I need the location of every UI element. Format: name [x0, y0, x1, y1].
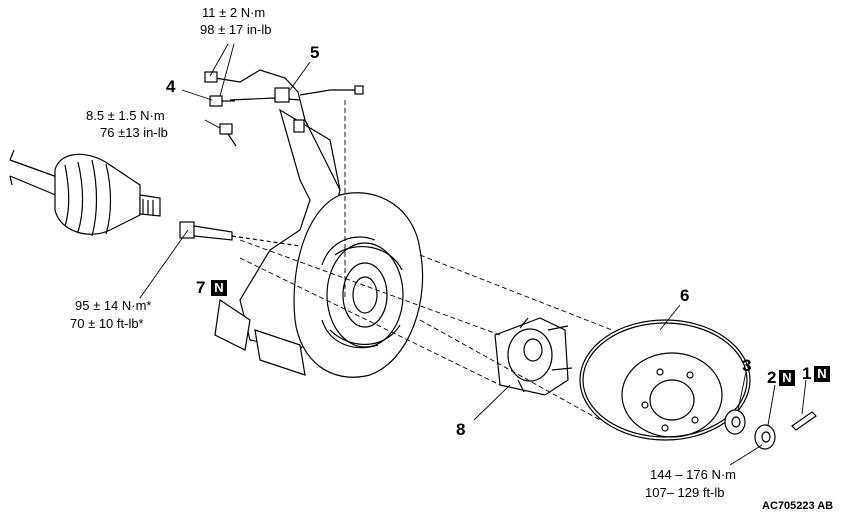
- callout-5: 5: [310, 43, 320, 62]
- brake-rotor: [579, 319, 751, 441]
- hub-nut: [754, 424, 776, 450]
- callout-1: 1: [802, 364, 812, 383]
- callout-8: 8: [456, 420, 466, 439]
- hub-assembly: [494, 317, 573, 396]
- torque-label-knuckle-bolt-ftlb: 70 ± 10 ft-lb*: [70, 316, 144, 331]
- new-part-marker-1: N: [814, 366, 830, 382]
- new-part-marker-2: N: [779, 370, 795, 386]
- new-part-marker-7: N: [211, 280, 227, 296]
- torque-label-knuckle-bolt-nm: 95 ± 14 N·m*: [75, 298, 152, 313]
- drive-shaft: [9, 149, 161, 237]
- callout-7: 7: [196, 278, 206, 297]
- callout-6: 6: [680, 286, 690, 305]
- torque-label-sensor-bolt-inlb: 76 ±13 in-lb: [100, 125, 168, 140]
- assembly-lines: [239, 100, 613, 421]
- parking-brake-shoes: [321, 236, 379, 349]
- sensor-harness: [214, 69, 364, 191]
- bolt-4: [204, 71, 237, 147]
- torque-label-sensor-bolt-nm: 8.5 ± 1.5 N·m: [86, 108, 165, 123]
- washer: [724, 409, 746, 435]
- torque-label-hub-nut-nm: 144 – 176 N·m: [650, 467, 736, 482]
- figure-code: AC705223 AB: [762, 500, 834, 512]
- bolt-7: [179, 221, 301, 247]
- torque-label-hub-nut-ftlb: 107– 129 ft-lb: [645, 485, 725, 500]
- callout-2: 2: [767, 368, 777, 387]
- cotter-pin: [791, 411, 817, 431]
- callout-3: 3: [742, 356, 752, 375]
- backing-plate: [293, 192, 424, 378]
- torque-label-harness-bolt-nm: 11 ± 2 N·m: [202, 5, 266, 20]
- callout-4: 4: [166, 77, 176, 96]
- torque-label-harness-bolt-inlb: 98 ± 17 in-lb: [200, 22, 272, 37]
- leader-lines: [139, 43, 807, 466]
